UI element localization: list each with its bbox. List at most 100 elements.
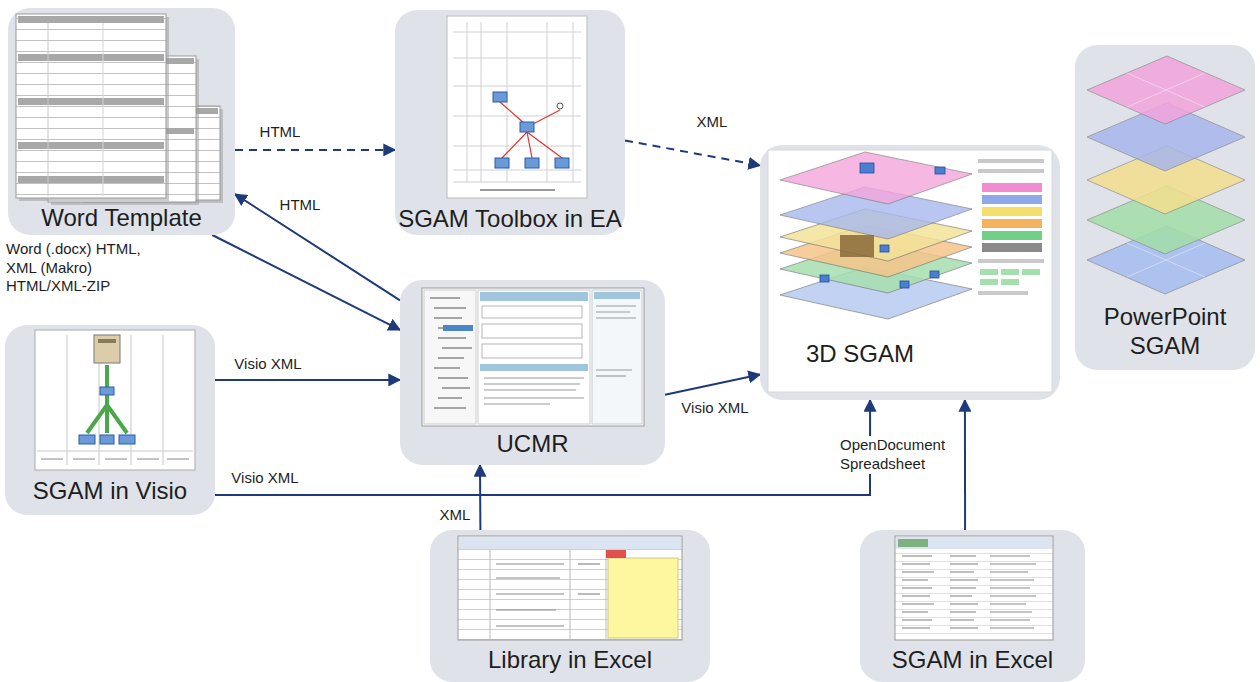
data-flow-arrow	[625, 141, 760, 166]
data-flow-arrow	[235, 149, 395, 151]
illustration-part	[596, 317, 636, 318]
illustration-part	[493, 92, 507, 102]
illustration-part	[100, 435, 114, 444]
illustration-part	[482, 344, 582, 358]
illustration-part	[525, 158, 539, 168]
data-flow-arrow	[665, 375, 760, 395]
illustration-part	[87, 365, 127, 433]
format-label: HTML	[278, 196, 323, 215]
illustration-part	[1127, 243, 1205, 277]
illustration-part	[578, 563, 600, 564]
tool-box: PowerPoint SGAM	[1075, 45, 1255, 370]
illustration-part	[860, 163, 874, 173]
illustration-part	[500, 102, 525, 124]
illustration-part	[608, 558, 678, 638]
illustration-part	[990, 603, 1026, 604]
illustration-part	[495, 158, 509, 168]
illustration-part	[950, 603, 978, 604]
illustration-part	[424, 290, 476, 424]
illustration-part	[978, 169, 1044, 173]
illustration-part	[520, 122, 534, 132]
illustration-part	[978, 159, 1044, 163]
illustration-part	[41, 458, 63, 459]
illustration-part	[35, 330, 195, 470]
illustration-part	[500, 102, 562, 158]
illustration-part	[950, 619, 974, 620]
illustration-part	[438, 397, 462, 399]
illustration-part	[438, 337, 466, 339]
illustration-part	[87, 405, 107, 433]
tool-box: SGAM Toolbox in EA	[395, 10, 625, 235]
illustration-part	[490, 550, 606, 640]
illustration-part	[484, 377, 584, 378]
tool-label: SGAM Toolbox in EA	[395, 205, 625, 234]
illustration-part	[438, 377, 468, 379]
illustration-part	[990, 563, 1036, 564]
illustration-part	[496, 593, 564, 594]
illustration-part	[496, 625, 564, 626]
illustration-part	[442, 387, 470, 389]
illustration-part	[982, 231, 1042, 240]
illustration-part	[1127, 73, 1205, 107]
illustration-part	[1087, 56, 1245, 294]
format-label: Visio XML	[232, 355, 303, 374]
illustration-part	[438, 357, 464, 359]
illustration-part	[459, 537, 681, 549]
illustration-part	[48, 23, 49, 196]
illustration-part	[481, 22, 482, 182]
illustration-part	[447, 16, 587, 198]
illustration-part	[547, 22, 548, 182]
illustration-part	[434, 307, 466, 309]
illustration-part	[478, 290, 590, 424]
illustration-part	[496, 563, 564, 564]
illustration-part	[982, 183, 1042, 192]
illustration-part	[100, 387, 114, 395]
tool-label: Library in Excel	[430, 646, 710, 675]
illustration-part	[94, 335, 120, 363]
illustration-part	[67, 335, 68, 465]
illustration-part	[453, 58, 581, 59]
illustration-part	[16, 14, 166, 198]
illustration-part	[490, 550, 491, 640]
illustration-part	[840, 235, 874, 257]
tool-label: 3D SGAM	[780, 340, 940, 369]
illustration-part	[453, 170, 581, 171]
illustration-part	[137, 458, 159, 459]
illustration-part	[594, 292, 640, 299]
illustration-part	[18, 142, 164, 149]
illustration-part	[453, 86, 581, 87]
illustration-part	[103, 23, 104, 196]
data-flow-arrow	[212, 235, 400, 330]
illustration-part	[902, 619, 932, 620]
illustration-part	[107, 405, 127, 433]
illustration-part	[978, 259, 1044, 263]
illustration-part	[119, 435, 135, 444]
illustration-part	[484, 383, 580, 384]
illustration-part	[902, 556, 1036, 628]
tool-box: SGAM in Visio	[5, 325, 215, 515]
illustration-part	[990, 627, 1034, 628]
data-flow-arrow	[235, 194, 400, 300]
illustration-part	[573, 22, 574, 182]
format-label: Visio XML	[679, 399, 750, 418]
tool-label: SGAM in Visio	[5, 477, 215, 506]
illustration-part	[163, 335, 164, 465]
format-label: XML	[695, 113, 730, 132]
illustration-part	[592, 290, 642, 424]
illustration-part	[990, 587, 1030, 588]
illustration-part	[982, 219, 1042, 228]
illustration-part	[18, 98, 164, 105]
illustration-part	[502, 132, 527, 158]
data-flow-arrow	[215, 379, 400, 381]
tool-label: UCMR	[400, 430, 665, 459]
illustration-part	[935, 167, 945, 174]
illustration-part	[480, 189, 555, 191]
illustration-part	[482, 306, 582, 318]
illustration-part	[900, 281, 909, 288]
illustration-part	[950, 571, 974, 572]
illustration-part	[606, 550, 607, 640]
illustration-part	[1127, 73, 1205, 107]
illustration-part	[978, 159, 1044, 295]
illustration-part	[606, 550, 626, 558]
